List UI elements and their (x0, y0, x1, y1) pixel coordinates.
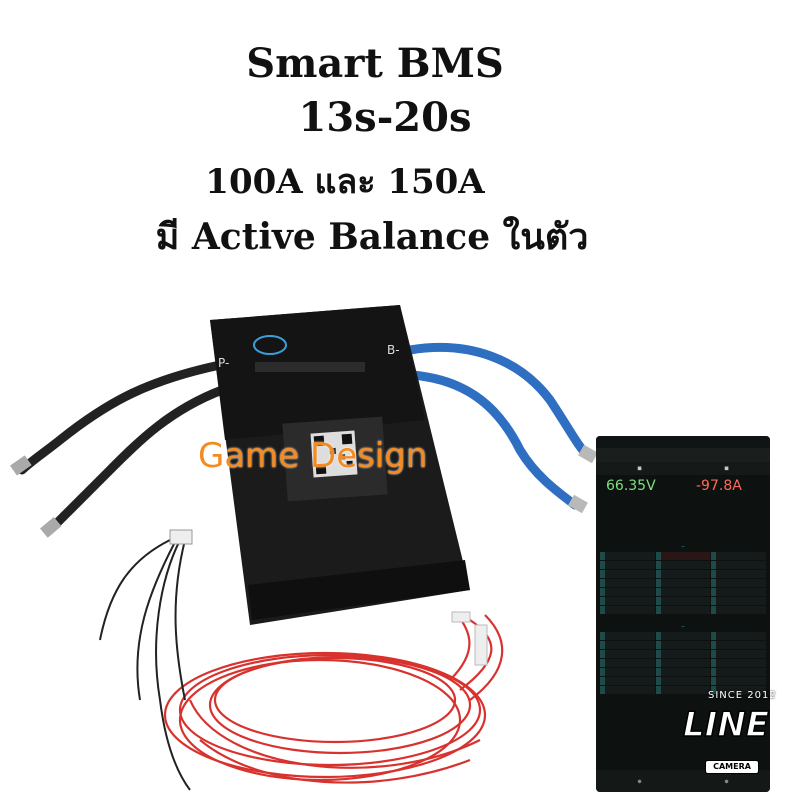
cloud-logo-icon (253, 335, 287, 355)
white-connector-1 (451, 611, 471, 623)
white-connector-2 (474, 624, 488, 666)
terminal-label-b: B- (387, 343, 400, 357)
phone-app-screenshot: ■■ 66.35V -97.8A — — ●● (596, 436, 770, 792)
battery-voltage-readout: 66.35V (606, 478, 656, 494)
headline-feature: มี Active Balance ในตัว (155, 216, 589, 258)
red-wire-harness (163, 611, 504, 784)
bms-board-bottom-strip (248, 560, 470, 620)
badge-brand-text: LINE (682, 704, 770, 746)
board-chinese-label (255, 362, 365, 372)
phone-tabs: ■■ (596, 462, 770, 475)
headline-cell-range: 13s-20s (298, 94, 472, 141)
phone-status-bar (596, 436, 770, 448)
blue-cable-tip-2 (568, 494, 588, 514)
phone-app-bar (596, 448, 770, 462)
badge-since-text: SINCE 2012 (708, 690, 777, 701)
blue-cable-tip-1 (578, 444, 598, 464)
headline-current: 100A และ 150A (205, 162, 485, 202)
phone-bottom-nav: ●● (596, 770, 770, 792)
sensor-connector (169, 529, 193, 545)
headline-title: Smart BMS (246, 40, 504, 87)
sensor-wires (99, 539, 191, 791)
balance-resistance-grid (600, 632, 766, 694)
badge-camera-text: CAMERA (705, 760, 759, 774)
battery-current-readout: -97.8A (696, 478, 742, 494)
black-cable-tip-1 (10, 455, 32, 476)
black-cable-2 (47, 385, 227, 533)
bms-board-top-panel (210, 305, 425, 440)
balance-section-header: — (681, 624, 685, 630)
watermark-text: Game Design (198, 436, 428, 476)
blue-cable-2 (407, 370, 580, 510)
black-cable-1 (17, 360, 225, 475)
blue-cable-1 (405, 342, 593, 460)
black-cable-tip-2 (40, 516, 62, 538)
terminal-label-p: P- (218, 356, 230, 370)
cell-voltage-section-header: — (681, 544, 685, 550)
cell-voltage-grid (600, 552, 766, 614)
qr-pattern (313, 433, 353, 475)
